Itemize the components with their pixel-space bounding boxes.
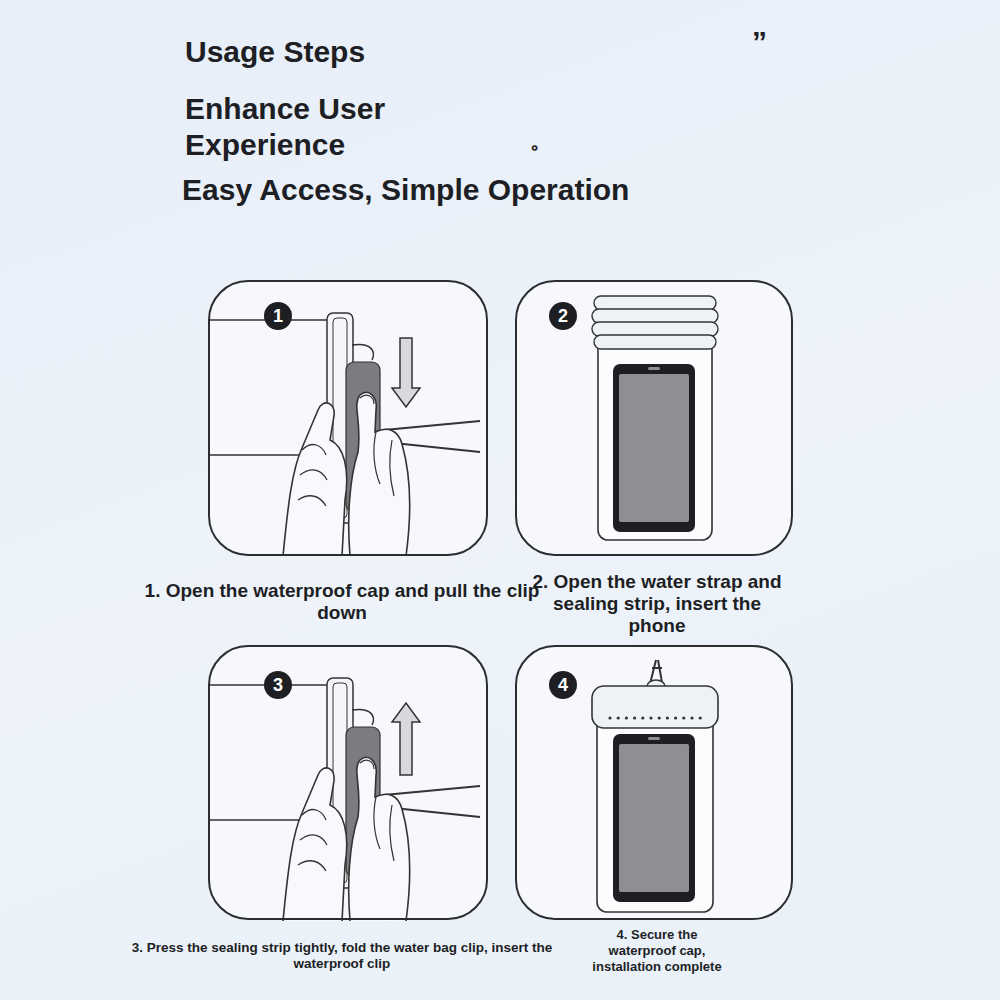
title: Usage Steps xyxy=(185,34,505,70)
step-panel: 4. Secure the waterproof cap, installati… xyxy=(515,645,793,920)
cap-dot xyxy=(617,716,620,719)
cap-dot xyxy=(649,716,652,719)
step-number-text: 2 xyxy=(558,307,568,325)
step-panel: 2. Open the water strap and sealing stri… xyxy=(515,280,793,556)
step-number: 3 xyxy=(264,671,292,699)
step-panel: 3. Press the sealing strip tightly, fold… xyxy=(208,645,488,920)
step-number: 1 xyxy=(264,302,292,330)
subtitle: Easy Access, Simple Operation xyxy=(182,172,742,208)
quote-mark: ” xyxy=(752,24,792,60)
full-stop: 。 xyxy=(530,128,570,154)
step-caption: 2. Open the water strap and sealing stri… xyxy=(532,571,782,637)
cap-dot xyxy=(682,716,685,719)
cap-dot xyxy=(608,716,611,719)
cap-dot xyxy=(674,716,677,719)
step-panel: 1. Open the waterproof cap and pull the … xyxy=(208,280,488,556)
step-caption: 3. Press the sealing strip tightly, fold… xyxy=(107,940,577,972)
step-number: 4 xyxy=(549,671,577,699)
step-caption: 4. Secure the waterproof cap, installati… xyxy=(582,927,732,975)
cap-dot xyxy=(658,716,661,719)
step-number-text: 4 xyxy=(558,676,568,694)
cap-dot xyxy=(690,716,693,719)
step-number-text: 1 xyxy=(273,307,283,325)
subtitle: Enhance User Experience xyxy=(185,91,475,163)
cap-dot xyxy=(625,716,628,719)
cap-dot xyxy=(666,716,669,719)
step-number-text: 3 xyxy=(273,676,283,694)
step-number: 2 xyxy=(549,302,577,330)
cap-dot xyxy=(633,716,636,719)
cap-dot xyxy=(641,716,644,719)
up-arrow xyxy=(392,703,420,775)
cap-dot xyxy=(699,716,702,719)
waterproof-cap xyxy=(592,686,718,728)
step-caption: 1. Open the waterproof cap and pull the … xyxy=(142,580,542,624)
down-arrow xyxy=(392,338,420,407)
